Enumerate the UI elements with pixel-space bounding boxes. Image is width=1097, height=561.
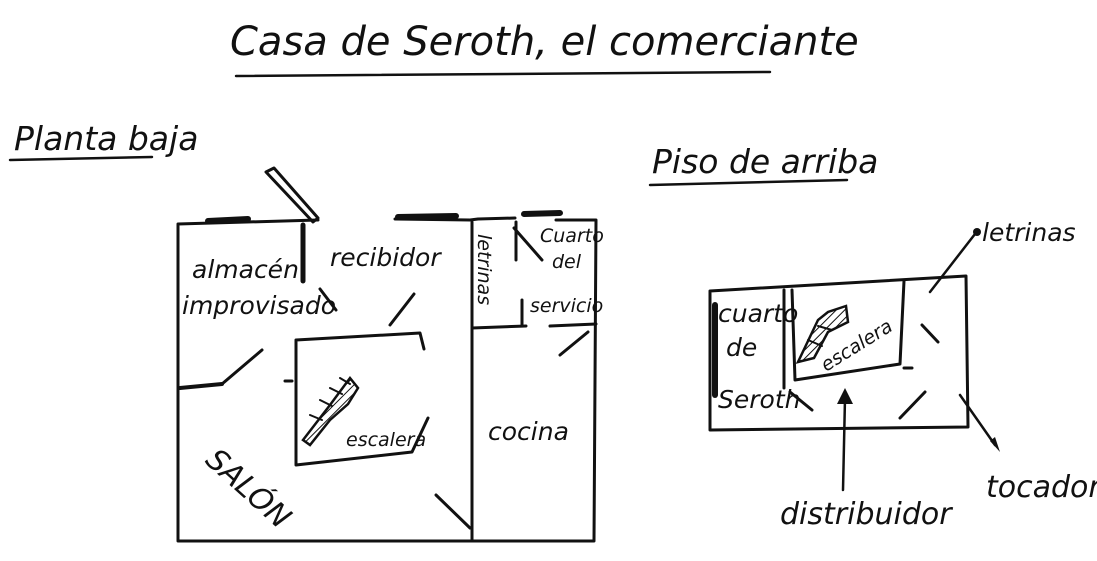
- upper-staircase-icon: [795, 304, 850, 364]
- ground-window-3: [521, 210, 563, 217]
- door-servicio: [512, 226, 544, 262]
- callout-label-distribuidor: distribuidor: [780, 497, 953, 532]
- door-recibidor: [388, 292, 416, 327]
- door-salon: [220, 348, 264, 386]
- room-label-servicio-2: del: [552, 251, 582, 273]
- door-almacen: [318, 287, 338, 312]
- callout-letrinas: [928, 228, 981, 294]
- room-label-cocina: cocina: [488, 417, 569, 446]
- ground-floor-plan: [176, 166, 598, 543]
- entrance-door: [264, 166, 320, 224]
- callout-label-tocador: tocador: [986, 470, 1097, 505]
- upper-label-cuarto-1: cuarto: [718, 299, 798, 328]
- upper-label-cuarto-2: de: [726, 333, 757, 362]
- wall-almacen-bottom: [178, 382, 224, 390]
- callout-label-letrinas: letrinas: [982, 218, 1076, 247]
- upper-floor-underline: [648, 178, 849, 187]
- upper-door-tocador: [898, 390, 927, 420]
- ground-staircase-icon: [301, 375, 360, 447]
- upper-stair-walls: [790, 279, 906, 382]
- callout-tocador: [958, 393, 1000, 452]
- upper-floor-plan: [708, 274, 970, 432]
- page-title: Casa de Seroth, el comerciante: [230, 19, 859, 65]
- room-label-salon: SALÓN: [199, 440, 299, 535]
- upper-door-cuarto: [788, 390, 814, 412]
- upper-outer-wall: [708, 274, 970, 432]
- room-label-servicio-3: servicio: [530, 295, 603, 317]
- room-label-recibidor: recibidor: [330, 243, 442, 272]
- callout-distribuidor: [837, 388, 853, 492]
- upper-label-cuarto-3: Seroth: [718, 385, 800, 414]
- stair-hall-walls: [294, 331, 430, 467]
- room-label-almacen-2: improvisado: [182, 291, 336, 320]
- door-cocina: [558, 330, 590, 357]
- ground-window-1: [205, 216, 251, 224]
- ground-floor-underline: [8, 155, 154, 162]
- door-cocina-bottom: [434, 493, 472, 530]
- title-underline: [234, 70, 772, 78]
- room-label-letrinas: letrinas: [473, 234, 495, 305]
- room-label-escalera: escalera: [346, 429, 426, 451]
- room-label-almacen-1: almacén: [192, 255, 299, 284]
- upper-floor-heading: Piso de arriba: [652, 142, 878, 181]
- ground-floor-heading: Planta baja: [14, 119, 198, 158]
- ground-window-2: [395, 213, 459, 220]
- wall-service-bottom: [470, 322, 598, 330]
- room-label-servicio-1: Cuarto: [540, 225, 604, 247]
- upper-door-letrinas: [920, 323, 940, 344]
